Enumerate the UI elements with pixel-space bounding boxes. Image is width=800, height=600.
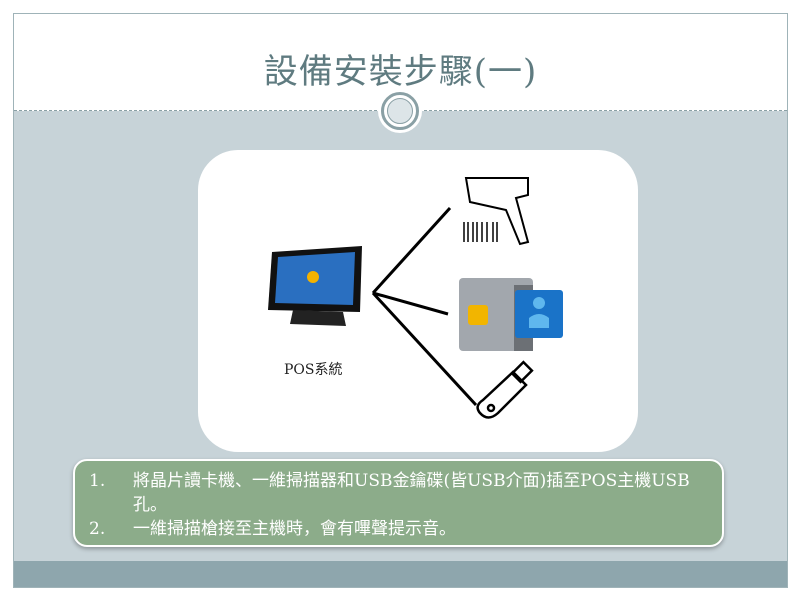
pos-system-label: POS系統 (284, 362, 343, 378)
usb-flash-drive-icon (476, 360, 534, 419)
item-text: 將晶片讀卡機、一維掃描器和USB金鑰碟(皆USB介面)插至POS主機USB孔。 (133, 471, 690, 515)
slide-footer-band (14, 561, 787, 587)
smart-card-reader-icon (459, 278, 563, 351)
barcode-scanner-icon (463, 177, 530, 246)
slide-title: 設備安裝步驟(一) (263, 52, 538, 92)
instructions-box: 1. 將晶片讀卡機、一維掃描器和USB金鑰碟(皆USB介面)插至POS主機USB孔… (73, 459, 724, 547)
instruction-item: 2. 一維掃描槍接至主機時，會有嗶聲提示音。 (89, 517, 708, 541)
slide: 設備安裝步驟(一) POS系統 1. 將晶片讀卡機、一維掃描器和USB金鑰碟(皆U… (13, 13, 788, 588)
divider-circle-ornament (381, 92, 419, 130)
item-number: 1. (89, 471, 106, 491)
item-number: 2. (89, 519, 106, 539)
connection-lines (371, 206, 478, 407)
diagram-panel (198, 150, 638, 452)
instruction-item: 1. 將晶片讀卡機、一維掃描器和USB金鑰碟(皆USB介面)插至POS主機USB孔… (89, 469, 708, 517)
item-text: 一維掃描槍接至主機時，會有嗶聲提示音。 (133, 519, 456, 539)
pos-terminal-icon (268, 246, 362, 326)
